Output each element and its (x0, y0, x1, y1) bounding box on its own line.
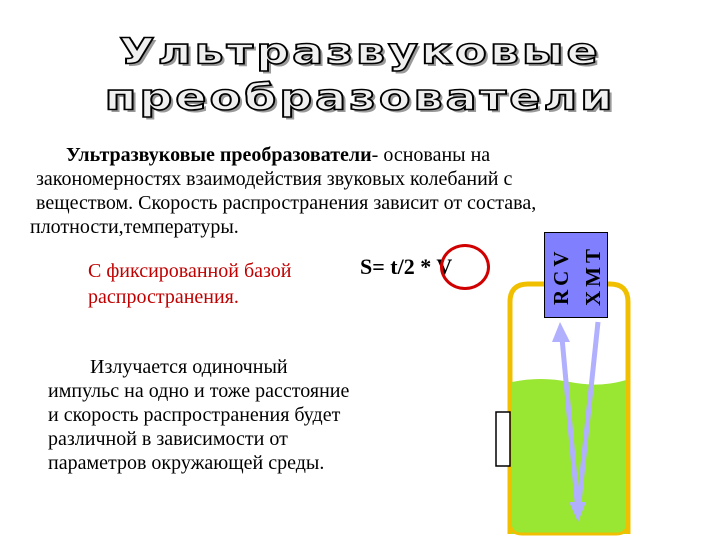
formula: S= t/2 * V (360, 254, 453, 279)
liquid (512, 379, 626, 534)
description-line-3: и скорость распространения будет (48, 404, 341, 426)
side-window (495, 411, 511, 467)
vessel-bottom-outline (508, 521, 630, 536)
description-line-2: импульс на одно и тоже расстояние (48, 380, 350, 402)
fixed-base-text: С фиксированной базой распространения. (88, 258, 292, 310)
title-line-2: преобразователи (104, 75, 616, 119)
intro-line-1: Ультразвуковые преобразователи- основаны… (30, 143, 650, 167)
return-beam (559, 337, 581, 513)
intro-bold-term: Ультразвуковые преобразователи (66, 144, 372, 166)
emit-arrowhead (569, 502, 586, 522)
description-paragraph: Излучается одиночный импульс на одно и т… (48, 355, 448, 475)
description-line-4: различной в зависимости от (48, 428, 288, 450)
sensor-receiver-label: RCV (549, 247, 573, 305)
return-arrowhead (552, 322, 570, 342)
intro-line-4: плотности,температуры. (30, 216, 239, 238)
sensor-transmitter-label: XMT (581, 245, 605, 307)
title-line-1: Ультразвуковые (118, 29, 601, 73)
description-line-1: Излучается одиночный (90, 356, 288, 378)
fixed-base-line-1: С фиксированной базой (88, 260, 292, 282)
intro-line-1-rest: - основаны на (371, 144, 491, 166)
description-line-5: параметров окружающей среды. (48, 452, 325, 474)
transducer-sensor: RCV XMT (544, 232, 608, 318)
intro-line-3: веществом. Скорость распространения зави… (36, 192, 537, 214)
emit-beam (575, 321, 601, 513)
fixed-base-line-2: распространения. (88, 286, 239, 308)
formula-highlight-circle (440, 244, 490, 290)
intro-line-2: закономерностях взаимодействия звуковых … (36, 168, 513, 190)
intro-paragraph: Ультразвуковые преобразователи- основаны… (30, 143, 650, 239)
